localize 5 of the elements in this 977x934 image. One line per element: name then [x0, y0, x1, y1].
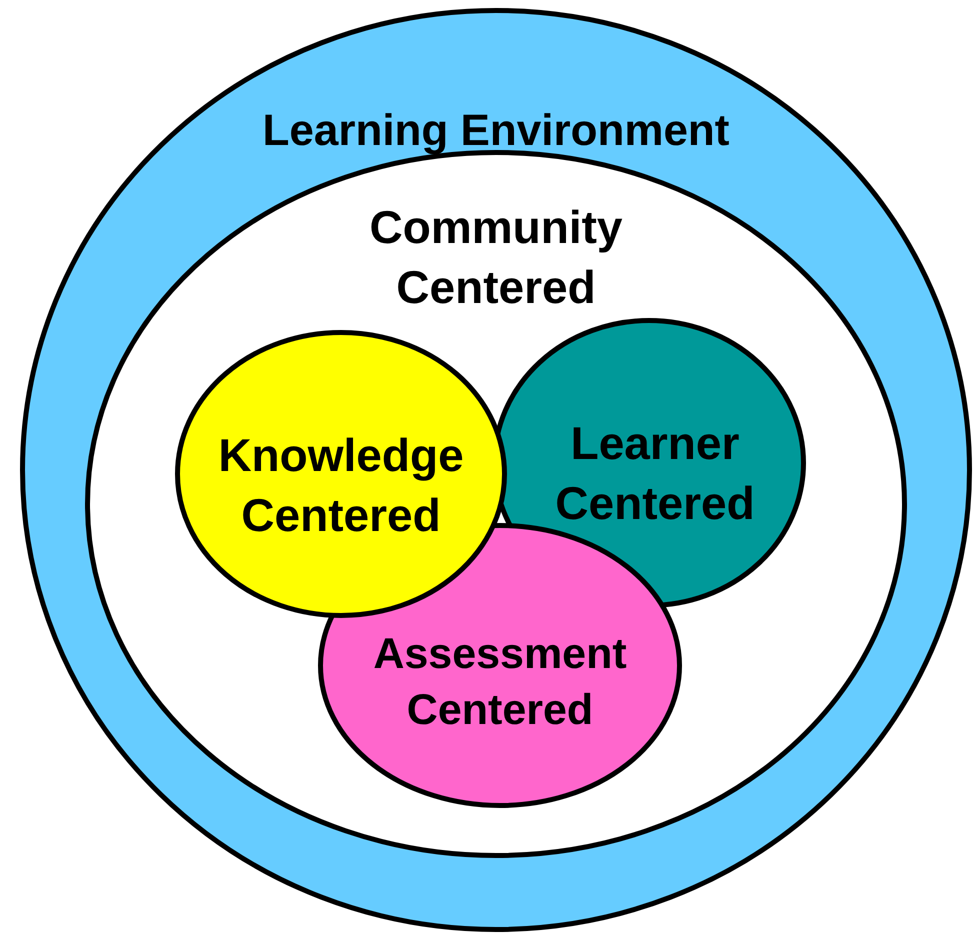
- node-label: Assessment Centered: [372, 629, 628, 736]
- node-label: Learning Environment: [262, 105, 730, 157]
- node-label: Community Centered: [368, 200, 624, 315]
- node-label: Learner Centered: [554, 416, 756, 531]
- node-label: Knowledge Centered: [217, 428, 465, 543]
